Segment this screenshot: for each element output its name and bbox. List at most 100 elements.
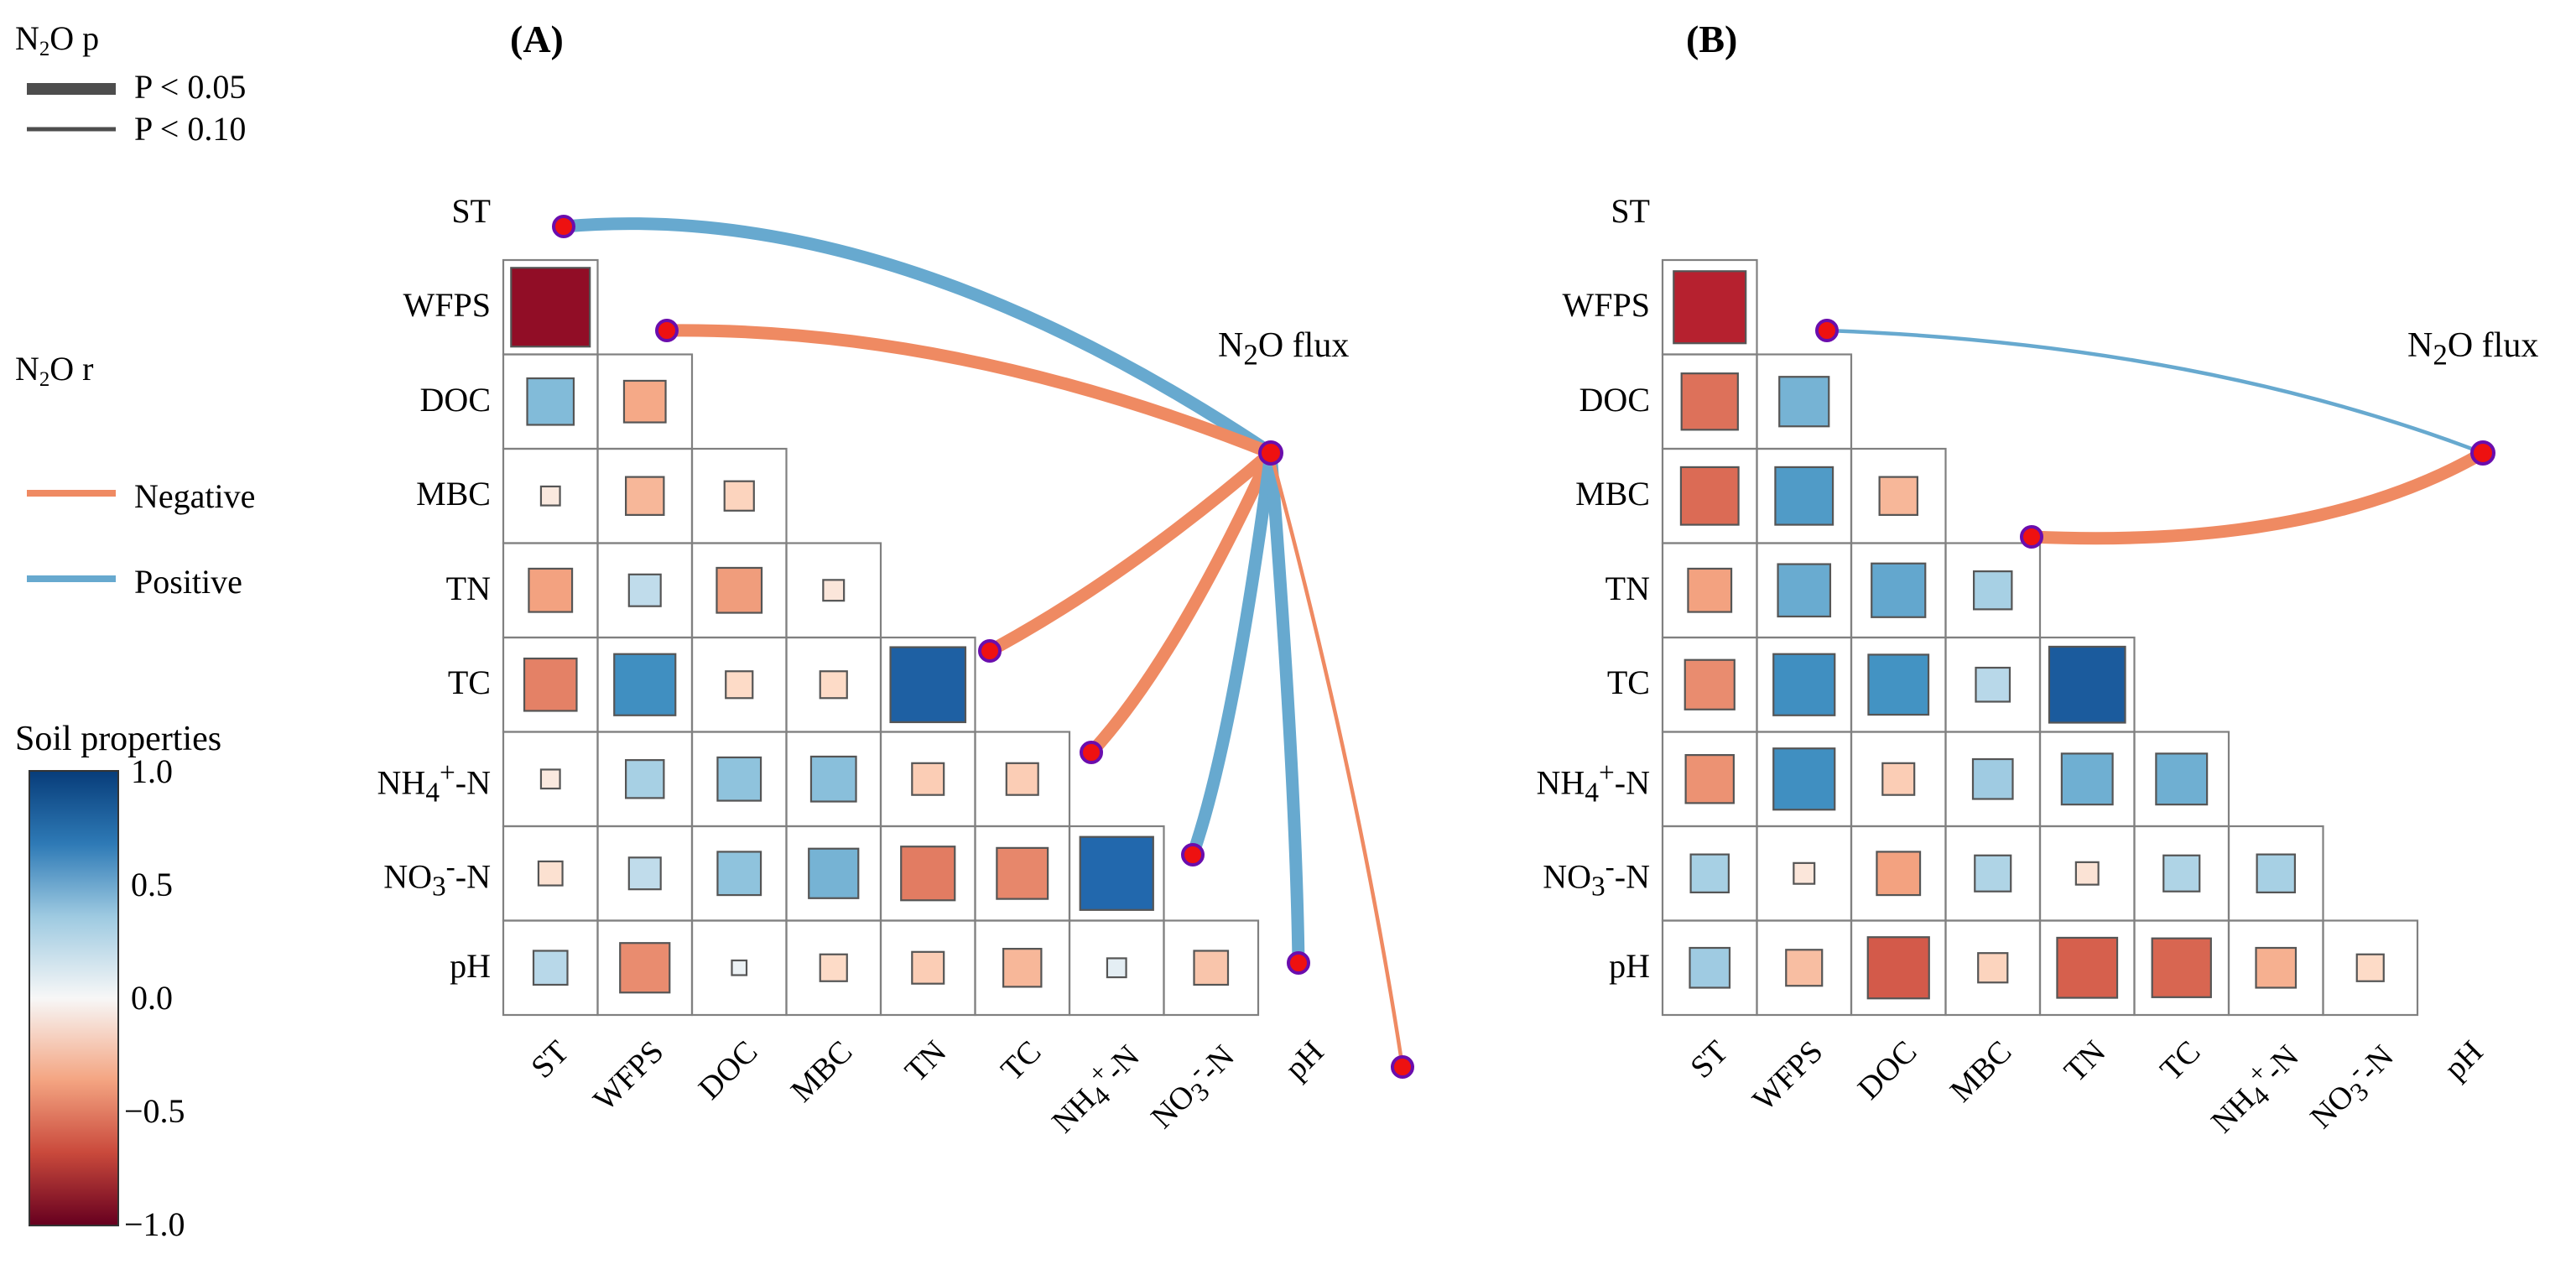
legend-r-label-negative: Negative — [134, 477, 256, 515]
hub-label-n2o-flux: N2O flux — [2407, 326, 2539, 372]
row-label-doc: DOC — [1579, 380, 1650, 419]
nodes-a — [552, 215, 1414, 1079]
matrix-cell — [1756, 731, 1853, 828]
matrix-cell — [1756, 825, 1853, 922]
row-label-mbc: MBC — [1575, 475, 1650, 513]
matrix-cell — [2038, 731, 2136, 828]
matrix-cell — [2133, 825, 2230, 922]
matrix-cell — [974, 919, 1071, 1017]
row-label-ph: pH — [1609, 946, 1650, 985]
row-label-no3-n: NO3--N — [1543, 851, 1650, 903]
row-label-nh4-n: NH4+-N — [377, 757, 491, 809]
row-label-wfps: WFPS — [403, 286, 492, 325]
node-tn[interactable] — [978, 639, 1002, 663]
legend-p-swatch-p005 — [27, 83, 116, 95]
legend-r-swatch-positive — [27, 575, 116, 582]
row-label-wfps: WFPS — [1562, 286, 1651, 325]
row-label-st: ST — [451, 191, 491, 230]
row-label-ph: pH — [450, 946, 491, 985]
node-n2o-flux[interactable] — [1258, 440, 1283, 466]
correlation-matrix-b — [1661, 258, 2419, 1017]
row-label-nh4-n: NH4+-N — [1536, 757, 1650, 809]
node-tc[interactable] — [1080, 741, 1103, 764]
row-label-st: ST — [1611, 191, 1650, 230]
matrix-cell — [2227, 825, 2324, 922]
edge-mbc-to-n2o-flux — [2025, 446, 2490, 545]
row-label-mbc: MBC — [416, 475, 491, 513]
panel-b-title: (B) — [1686, 18, 1738, 60]
row-label-tc: TC — [1606, 664, 1650, 702]
legend-p-title-text: N2O p — [15, 19, 100, 60]
legend-r-label-positive: Positive — [134, 563, 242, 601]
matrix-cell — [1661, 636, 1758, 733]
node-st[interactable] — [552, 215, 575, 238]
matrix-cell — [2227, 919, 2324, 1017]
colorbar-title: Soil properties — [15, 720, 222, 758]
matrix-cell — [502, 353, 599, 450]
matrix-cell — [690, 542, 788, 639]
panel-a-title: (A) — [510, 18, 564, 60]
node-wfps[interactable] — [655, 319, 679, 342]
node-wfps[interactable] — [1815, 319, 1839, 342]
matrix-cell — [2133, 919, 2230, 1017]
row-label-tn: TN — [1605, 569, 1650, 607]
matrix-cell — [1661, 919, 1758, 1017]
matrix-cell — [1661, 731, 1758, 828]
matrix-cell — [1756, 636, 1853, 733]
edge-nh4-n-to-n2o-flux — [1186, 446, 1278, 861]
node-nh4-n[interactable] — [1181, 843, 1205, 866]
row-label-doc: DOC — [419, 380, 491, 419]
matrix-cell — [1850, 447, 1947, 544]
legend-p-title: N2O p — [15, 22, 99, 60]
legend-p-label-p005: P < 0.05 — [134, 68, 247, 106]
matrix-cell — [1850, 636, 1947, 733]
matrix-cell — [1944, 825, 2042, 922]
matrix-cell — [2038, 636, 2136, 733]
node-no3-n[interactable] — [1287, 951, 1310, 975]
matrix-cell — [1661, 542, 1758, 639]
correlation-matrix-a — [502, 258, 1260, 1017]
legend-p-label-p010: P < 0.10 — [134, 110, 247, 148]
matrix-cell — [596, 919, 694, 1017]
matrix-cell — [1944, 542, 2042, 639]
matrix-cell — [1163, 919, 1260, 1017]
node-ph[interactable] — [1391, 1055, 1414, 1079]
matrix-cell — [1850, 542, 1947, 639]
row-label-tn: TN — [445, 569, 491, 607]
legend-r-title: N2O r — [15, 352, 94, 391]
matrix-cell — [1944, 731, 2042, 828]
edge-no3-n-to-n2o-flux — [1264, 446, 1305, 970]
colorbar-tick-4: −0.5 — [124, 1092, 185, 1130]
matrix-cell — [1756, 542, 1853, 639]
row-label-no3-n: NO3--N — [383, 851, 491, 903]
matrix-cell — [1661, 447, 1758, 544]
matrix-cell — [879, 636, 976, 733]
edge-wfps-to-n2o-flux — [660, 324, 1278, 460]
legend-r-swatch-negative — [27, 490, 116, 497]
matrix-cell — [596, 353, 694, 450]
matrix-cell — [1661, 825, 1758, 922]
matrix-cell — [2322, 919, 2419, 1017]
matrix-cell — [2038, 825, 2136, 922]
node-mbc[interactable] — [2020, 525, 2043, 549]
matrix-cell — [1756, 447, 1853, 544]
matrix-cell — [1068, 825, 1165, 922]
colorbar-tick-3: 0.0 — [131, 979, 173, 1017]
node-n2o-flux[interactable] — [2470, 440, 2495, 466]
colorbar-tick-2: 0.5 — [131, 866, 173, 903]
hub-label-n2o-flux: N2O flux — [1218, 326, 1350, 372]
matrix-cell — [1756, 353, 1853, 450]
matrix-cell — [596, 636, 694, 733]
legend-r-title-text: N2O r — [15, 350, 94, 391]
colorbar-tick-5: −1.0 — [124, 1205, 185, 1243]
legend-p-swatch-p010 — [27, 127, 116, 132]
matrix-cell — [2038, 919, 2136, 1017]
edge-wfps-to-n2o-flux — [1824, 328, 2485, 455]
matrix-cell — [1661, 258, 1758, 356]
matrix-cell — [1756, 919, 1853, 1017]
matrix-cell — [1850, 825, 1947, 922]
